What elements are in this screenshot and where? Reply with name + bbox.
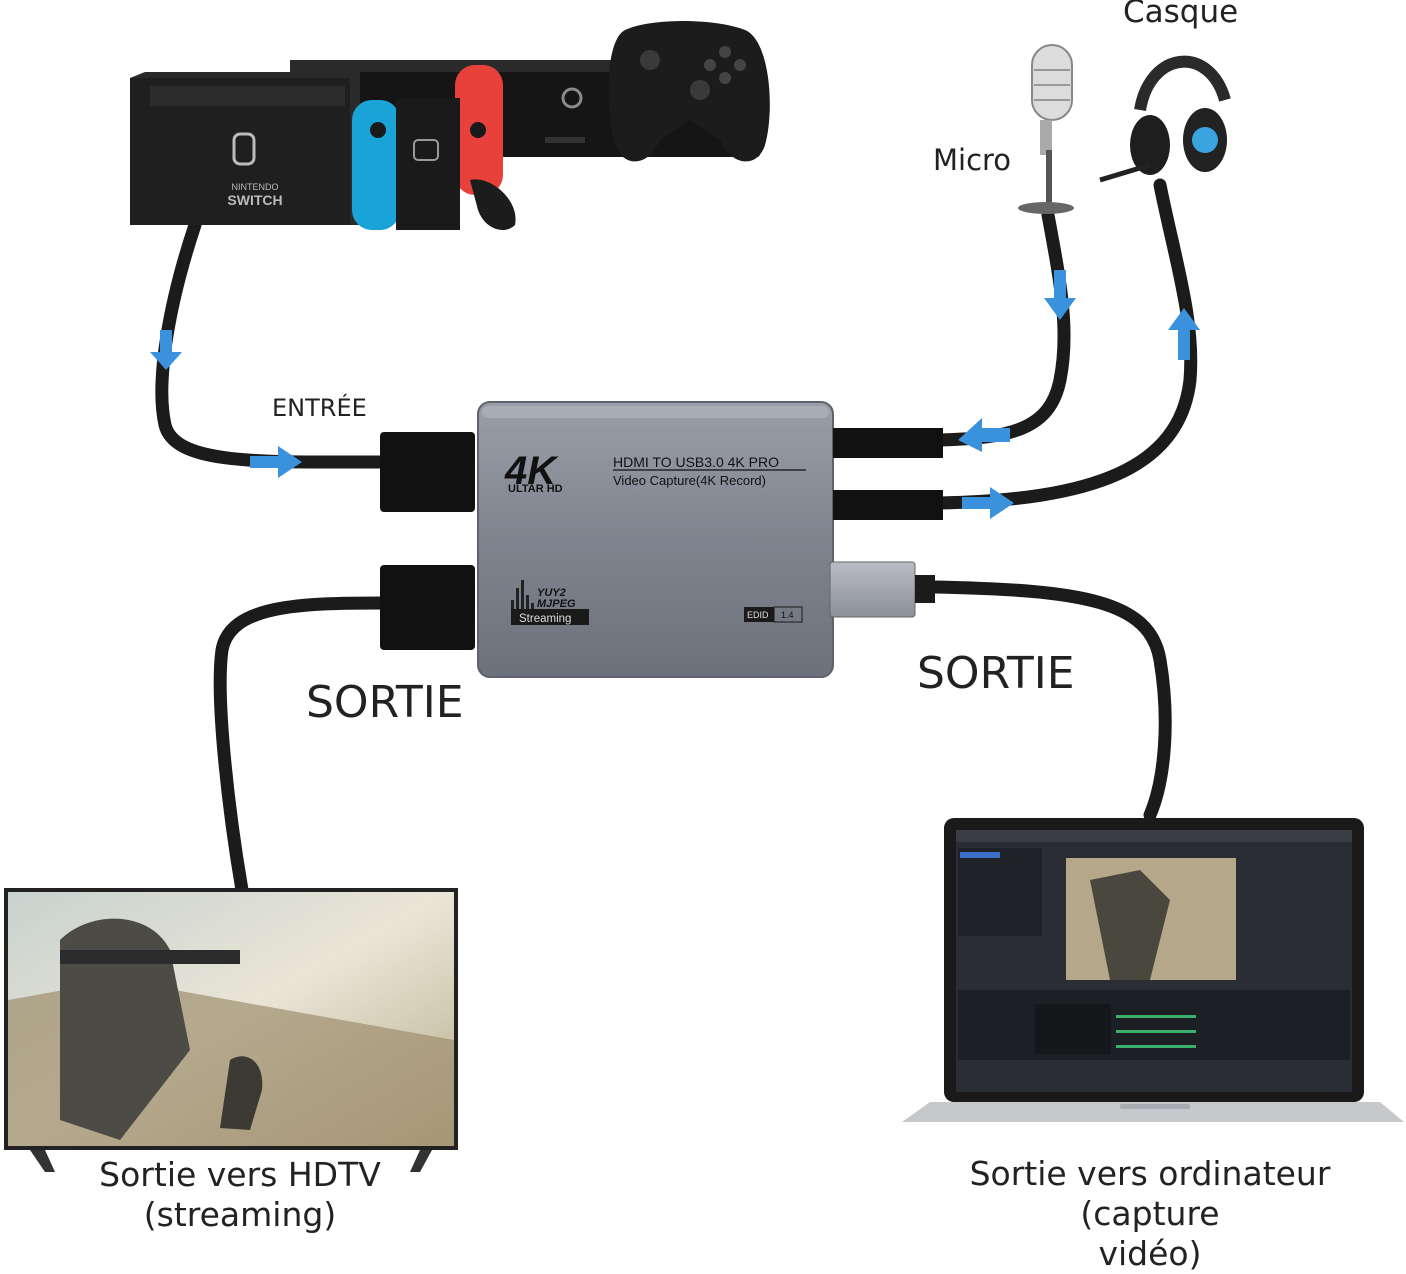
usb-cable (928, 580, 1172, 822)
badge-line2: MJPEG (537, 598, 576, 610)
tv-caption-line1: Sortie vers HDTV (99, 1155, 381, 1194)
edid-label: EDID (747, 610, 769, 620)
flow-arrow-icon (1168, 308, 1200, 360)
headset-cable (933, 178, 1198, 510)
headset-label: Casque (1123, 0, 1239, 30)
edid-value: 1.4 (781, 610, 794, 620)
flow-arrow-icon (150, 330, 182, 370)
flow-arrow-icon (1044, 270, 1076, 320)
usb-plug-icon (829, 561, 935, 618)
nintendo-switch-icon: NINTENDO SWITCH (130, 65, 516, 230)
tv-caption: Sortie vers HDTV (streaming) (80, 1155, 400, 1235)
capture-device: 4K ULTAR HD HDMI TO USB3.0 4K PRO Video … (380, 401, 943, 678)
headset-icon (1099, 55, 1231, 183)
badge-line1: YUY2 (537, 587, 566, 599)
switch-brand-line1: NINTENDO (232, 182, 279, 192)
pc-caption: Sortie vers ordinateur (capture vidéo) (905, 1154, 1395, 1274)
logo-4k: 4K (504, 449, 559, 493)
flow-arrow-icon (958, 418, 1010, 452)
output-label-left: SORTIE (306, 677, 464, 728)
flow-arrow-icon (962, 487, 1014, 519)
tv-icon (4, 888, 458, 1172)
microphone-icon (1018, 44, 1074, 214)
pc-caption-line2: vidéo) (1098, 1234, 1202, 1273)
flow-arrow-icon (250, 446, 302, 478)
gamepad-icon (608, 21, 770, 162)
switch-hdmi-cable (155, 218, 387, 469)
logo-sub: ULTAR HD (508, 483, 563, 495)
input-label: ENTRÉE (272, 394, 367, 422)
micro-label: Micro (933, 143, 1012, 177)
badge-line3: Streaming (519, 613, 571, 625)
laptop-icon (902, 818, 1404, 1122)
pc-caption-line1: Sortie vers ordinateur (capture (969, 1154, 1331, 1233)
device-title-line1: HDMI TO USB3.0 4K PRO (613, 454, 779, 470)
switch-brand-line2: SWITCH (227, 192, 282, 208)
tv-caption-line2: (streaming) (143, 1195, 337, 1234)
flow-arrows (150, 270, 1200, 519)
device-title-line2: Video Capture(4K Record) (613, 473, 766, 488)
micro-cable (933, 208, 1071, 447)
tv-hdmi-cable (213, 596, 389, 897)
output-label-right: SORTIE (917, 648, 1075, 699)
connection-diagram: NINTENDO SWITCH (4, 21, 1404, 1172)
